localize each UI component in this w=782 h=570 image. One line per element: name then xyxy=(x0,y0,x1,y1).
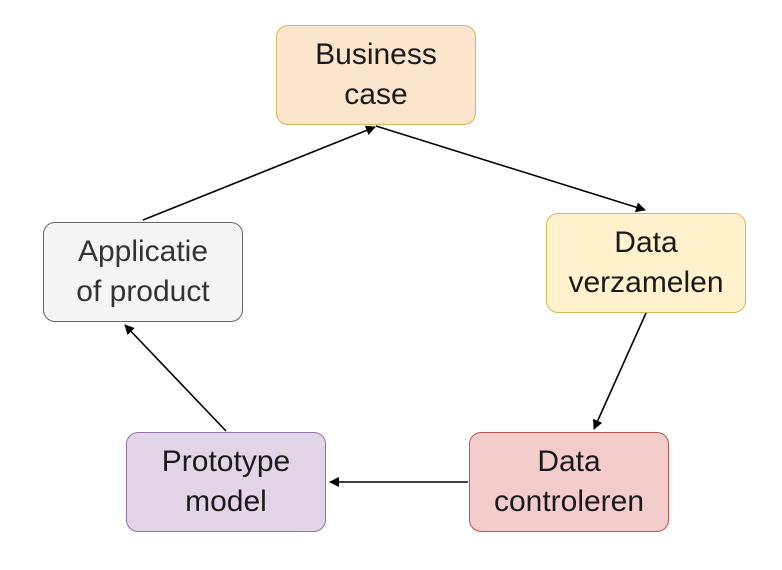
arrow-verzamelen-to-controleren xyxy=(593,312,647,430)
arrow-business-to-verzamelen xyxy=(375,125,646,213)
arrow-prototype-to-applicatie xyxy=(124,324,227,432)
arrow-applicatie-to-business xyxy=(142,125,376,221)
node-applicatie-of-product: Applicatie of product xyxy=(43,222,243,322)
node-data-verzamelen: Data verzamelen xyxy=(546,213,746,313)
node-prototype-model: Prototype model xyxy=(126,432,326,532)
node-business-case: Business case xyxy=(276,25,476,125)
node-data-controleren: Data controleren xyxy=(469,432,669,532)
